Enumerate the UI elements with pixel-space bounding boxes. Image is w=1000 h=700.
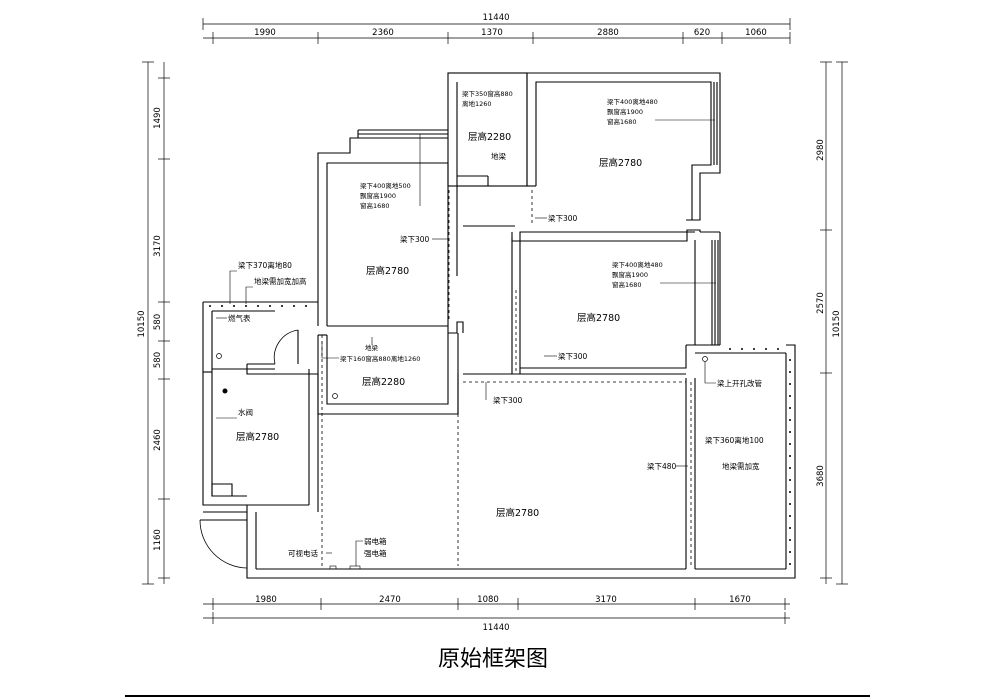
bath-top-note-2: 离地1260: [462, 99, 492, 108]
bedroom-ne-height: 层高2780: [599, 157, 642, 169]
beam-360-label: 梁下360离地100: [705, 435, 764, 445]
bedroom-e-note-2: 飘窗高1900: [612, 270, 648, 279]
dimension-left: [142, 61, 170, 585]
walls: [199, 72, 796, 579]
video-phone-icon: [329, 565, 337, 570]
bedroom-w-note-1: 梁下400离地500: [360, 181, 411, 190]
gas-meter-icon: [216, 353, 222, 359]
weak-box-leader: [355, 540, 363, 566]
dim-left-5: 2460: [153, 429, 163, 451]
dim-top-1: 1990: [254, 28, 276, 38]
beam-480-label: 梁下480: [647, 462, 677, 471]
dimension-right: [820, 61, 848, 585]
beam-300-c: 梁下300: [558, 352, 588, 361]
dimension-bottom: [203, 598, 790, 624]
bedroom-ne-note-2: 飘窗高1900: [607, 107, 643, 116]
bath-top-note-1: 梁下350窗高880: [462, 89, 513, 98]
bedroom-ne-note-1: 梁下400离地480: [607, 97, 658, 106]
gas-meter-label: 燃气表: [228, 313, 251, 323]
dim-left-1: 1490: [153, 107, 163, 129]
dim-bottom-5: 1670: [729, 595, 751, 605]
dim-right-3: 3680: [816, 465, 826, 487]
dim-top-3: 1370: [481, 28, 503, 38]
kitchen-floor-beam-note: 地梁需加宽加高: [254, 276, 307, 286]
bedroom-w-note-3: 窗高1680: [360, 201, 390, 210]
kitchen-beam-leader: [229, 270, 237, 304]
living-height: 层高2780: [496, 507, 539, 519]
dim-right-total: 10150: [832, 310, 842, 337]
bedroom-e-note-1: 梁下400离地480: [612, 260, 663, 269]
dim-top-2: 2360: [372, 28, 394, 38]
dim-bottom-total: 11440: [482, 623, 509, 633]
dim-left-4: 580: [153, 352, 163, 368]
floor-beam-label-2: 地梁: [365, 343, 379, 352]
dim-top-6: 1060: [745, 28, 767, 38]
floor-beam-widen-label: 地梁需加宽: [722, 461, 760, 471]
floor-beam-label: 地梁: [491, 151, 506, 161]
bedroom-w-note-2: 飘窗高1900: [360, 191, 396, 200]
beam-160-leader: [321, 342, 339, 359]
dim-right-2: 2570: [816, 292, 826, 314]
dim-left-6: 1160: [153, 529, 163, 551]
bath-mid-drain-icon: [332, 393, 338, 399]
dim-top-4: 2880: [597, 28, 619, 38]
dim-right-1: 2980: [816, 139, 826, 161]
dim-left-3: 580: [153, 314, 163, 330]
dimension-top: [202, 18, 791, 44]
balcony-dots: [209, 305, 791, 565]
dim-top-5: 620: [694, 28, 710, 38]
dim-bottom-4: 3170: [595, 595, 617, 605]
water-valve-icon: [222, 388, 228, 394]
beam-300-d: 梁下300: [493, 396, 523, 405]
strong-box-label: 强电箱: [364, 548, 387, 558]
plan-title: 原始框架图: [438, 647, 548, 672]
weak-box-icon: [349, 565, 361, 570]
weak-box-label: 弱电箱: [364, 536, 387, 546]
kitchen-height: 层高2780: [236, 431, 279, 443]
water-valve-label: 水阀: [238, 407, 253, 417]
dim-bottom-3: 1080: [477, 595, 499, 605]
bedroom-e-note-3: 窗高1680: [612, 280, 642, 289]
beam-hole-leader: [704, 362, 716, 384]
beam-160-label: 梁下160窗高880离地1260: [340, 354, 420, 363]
beam-hole-label: 梁上开孔改管: [717, 378, 762, 388]
dim-bottom-2: 2470: [379, 595, 401, 605]
bedroom-ne-note-3: 窗高1680: [607, 117, 637, 126]
dim-top-total: 11440: [482, 13, 509, 23]
bath-mid-height: 层高2280: [362, 376, 405, 388]
dim-left-2: 3170: [153, 235, 163, 257]
kitchen-beam-note: 梁下370离地80: [238, 260, 292, 270]
dim-bottom-1: 1980: [255, 595, 277, 605]
beam-300-b: 梁下300: [400, 235, 430, 244]
bedroom-e-height: 层高2780: [577, 312, 620, 324]
pipe-icon: [702, 356, 708, 362]
kitchen-floor-beam-leader: [245, 286, 253, 304]
bedroom-w-height: 层高2780: [366, 265, 409, 277]
dim-left-total: 10150: [137, 310, 147, 337]
video-phone-label: 可视电话: [288, 548, 318, 558]
bath-top-height: 层高2280: [468, 131, 511, 143]
beam-300-a: 梁下300: [548, 214, 578, 223]
beam-lines: [321, 190, 692, 566]
